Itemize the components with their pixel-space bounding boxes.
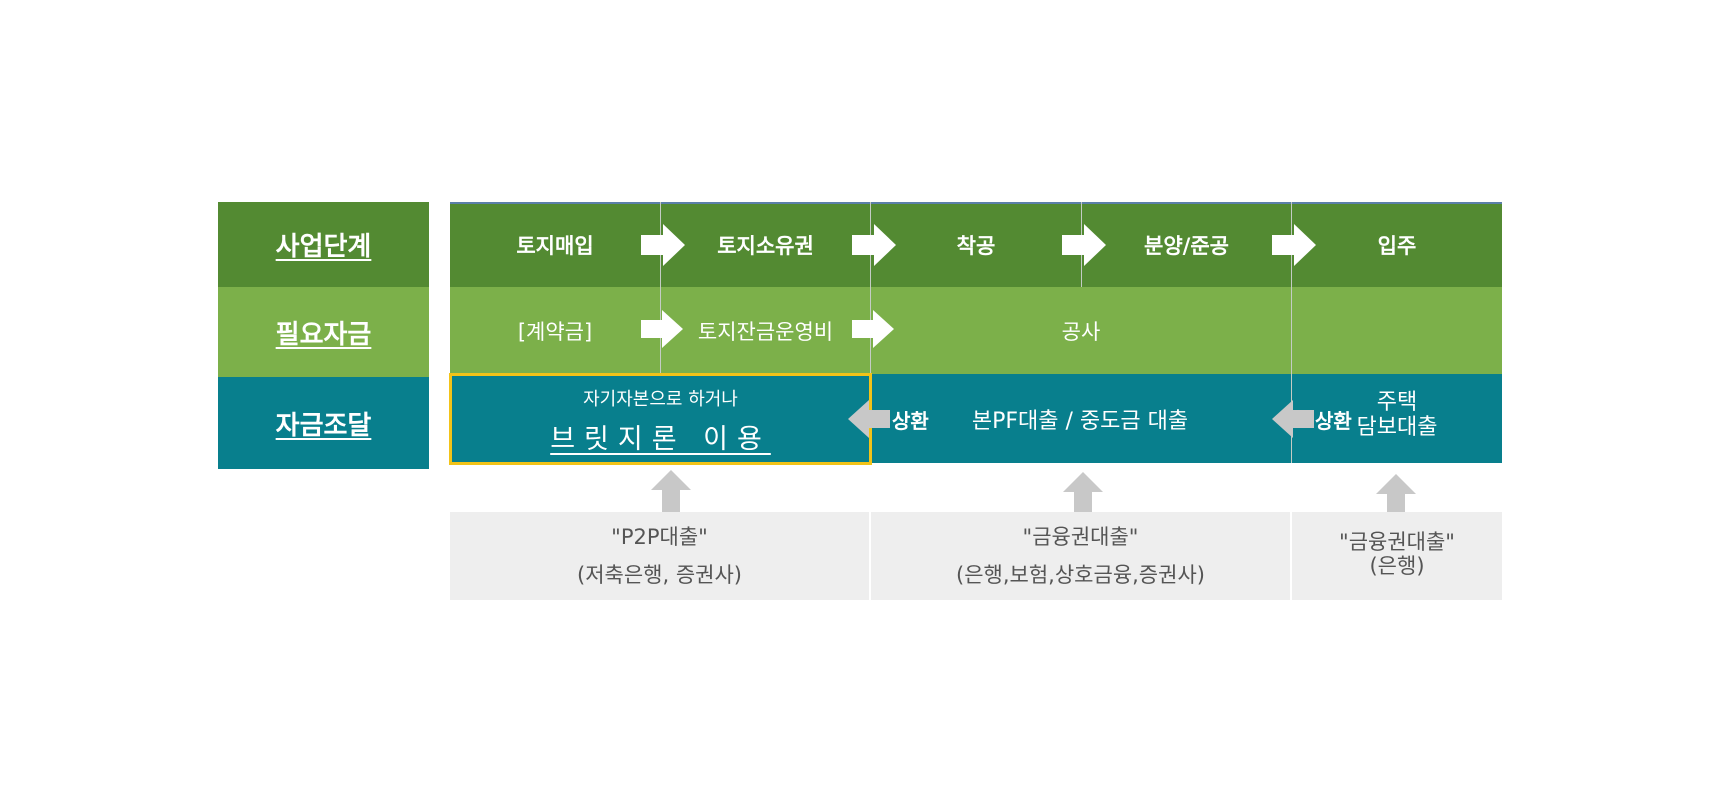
equity-text-wrap: 자기자본으로 하거나 xyxy=(452,383,869,413)
mortgage-line-1: 주택 xyxy=(1376,390,1418,415)
main-pf-loan-text: 본PF대출 / 중도금 대출 xyxy=(971,408,1189,434)
fund-deposit: [계약금] xyxy=(450,287,660,374)
row-label-required-funds-text: 필요자금 xyxy=(275,319,372,350)
repay-label-2-text: 상환 xyxy=(1315,409,1352,433)
equity-text: 자기자본으로 하거나 xyxy=(583,389,738,410)
fund-land-balance-label: 토지잔금운영비 xyxy=(697,319,834,344)
stage-arrow-4 xyxy=(1272,224,1316,266)
stage-land-ownership-label: 토지소유권 xyxy=(717,233,814,258)
repay-arrow-1 xyxy=(848,400,890,438)
stage-groundbreaking-label: 착공 xyxy=(956,233,996,258)
bridge-text-wrap: 브릿지론 이용 xyxy=(452,416,869,456)
stage-arrow-3 xyxy=(1062,224,1106,266)
up-arrow-3 xyxy=(1376,474,1416,516)
stage-move-in-label: 입주 xyxy=(1377,233,1417,258)
repay-label-2: 상환 xyxy=(1315,405,1352,433)
mortgage-line-2: 담보대출 xyxy=(1356,415,1438,440)
stage-sale-completion-label: 분양/준공 xyxy=(1144,233,1229,258)
row-label-required-funds: 필요자금 xyxy=(218,287,429,377)
source-bank-detail: (은행) xyxy=(1369,554,1425,578)
source-p2p-title: "P2P대출" xyxy=(611,525,708,549)
repay-arrow-2 xyxy=(1272,400,1314,438)
row-label-stage: 사업단계 xyxy=(218,202,429,287)
source-financial-title: "금융권대출" xyxy=(1022,525,1139,549)
repay-label-1-text: 상환 xyxy=(892,409,929,433)
fund-arrow-2 xyxy=(852,310,894,348)
source-bank-title: "금융권대출" xyxy=(1339,530,1455,554)
divider-4 xyxy=(1291,202,1292,463)
mortgage-loan: 주택 담보대출 xyxy=(1352,390,1442,440)
fund-construction: 공사 xyxy=(871,287,1291,374)
fund-deposit-label: [계약금] xyxy=(517,319,593,344)
bridge-loan-box: 자기자본으로 하거나 브릿지론 이용 xyxy=(449,373,872,465)
stage-groundbreaking: 착공 xyxy=(871,202,1081,287)
stage-land-purchase: 토지매입 xyxy=(450,202,660,287)
source-box-p2p: "P2P대출" (저축은행, 증권사) xyxy=(450,512,869,600)
fund-land-balance: 토지잔금운영비 xyxy=(661,287,870,374)
fund-arrow-1 xyxy=(641,310,683,348)
required-funds-row xyxy=(450,287,1502,374)
stage-row xyxy=(450,202,1502,287)
source-p2p-detail: (저축은행, 증권사) xyxy=(577,563,742,587)
stage-land-purchase-label: 토지매입 xyxy=(516,233,594,258)
up-arrow-2 xyxy=(1063,472,1103,514)
stage-move-in: 입주 xyxy=(1292,202,1502,287)
stage-arrow-1 xyxy=(641,224,685,266)
stage-land-ownership: 토지소유권 xyxy=(661,202,870,287)
fund-construction-label: 공사 xyxy=(1061,319,1101,344)
bridge-loan-text: 브릿지론 이용 xyxy=(550,423,771,455)
source-financial-detail: (은행,보험,상호금융,증권사) xyxy=(956,563,1205,587)
up-arrow-1 xyxy=(651,470,691,512)
row-label-stage-text: 사업단계 xyxy=(275,232,372,262)
source-box-financial: "금융권대출" (은행,보험,상호금융,증권사) xyxy=(871,512,1290,600)
row-label-financing: 자금조달 xyxy=(218,377,429,469)
stage-sale-completion: 분양/준공 xyxy=(1082,202,1291,287)
financing-row xyxy=(450,374,1502,463)
repay-label-1: 상환 xyxy=(892,405,929,433)
main-pf-loan: 본PF대출 / 중도금 대출 xyxy=(930,374,1230,463)
row-label-financing-text: 자금조달 xyxy=(275,410,372,441)
source-box-bank: "금융권대출" (은행) xyxy=(1292,512,1502,600)
stage-arrow-2 xyxy=(852,224,896,266)
divider-1 xyxy=(660,202,661,374)
